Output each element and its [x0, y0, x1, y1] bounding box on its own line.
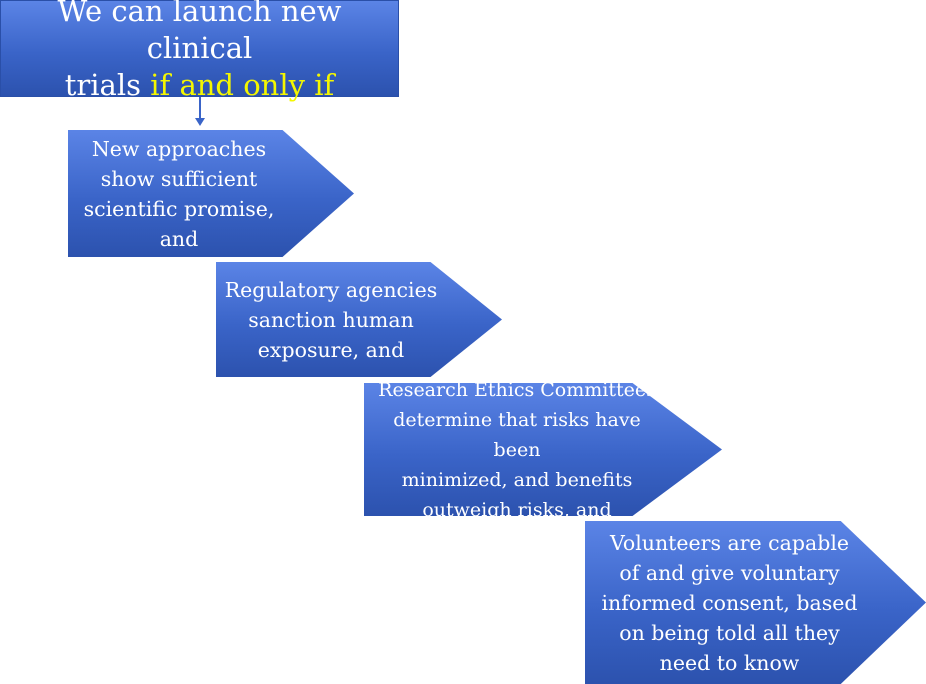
step-2-line: exposure, and [257, 337, 405, 362]
step-1-line: scientific promise, [83, 196, 275, 221]
step-3-line: Research Ethics Committees [378, 378, 656, 401]
step-2-line: Regulatory agencies [224, 277, 438, 302]
header-line-2-prefix: trials [64, 68, 142, 102]
chevron-step-scientific-promise: New approaches show sufficient scientifi… [68, 130, 354, 257]
step-2-line: sanction human [248, 307, 414, 332]
header-line-1: We can launch new clinical [57, 0, 342, 65]
chevron-step-ethics-committees: Research Ethics Committees determine tha… [364, 383, 722, 516]
header-line-2: trials if and only if [65, 67, 334, 104]
step-4-line: of and give voluntary [619, 560, 840, 585]
step-1-line: New approaches [91, 136, 267, 161]
connector-arrow-head [195, 118, 205, 126]
step-4-line: Volunteers are capable [609, 530, 850, 555]
step-4-line: on being told all they [619, 620, 840, 645]
step-1-line: show sufficient [100, 166, 258, 191]
header-box: We can launch new clinical trials if and… [0, 0, 399, 102]
chevron-step-regulatory: Regulatory agencies sanction human expos… [216, 262, 502, 377]
header-condition-highlight: if and only if [150, 68, 335, 102]
step-3-line: minimized, and benefits [401, 468, 633, 491]
chevron-step-informed-consent: Volunteers are capable of and give volun… [585, 521, 926, 684]
step-4-line: informed consent, based [601, 590, 858, 615]
connector-arrow-line [199, 97, 201, 119]
step-1-line: and [159, 226, 199, 251]
step-4-line: need to know [659, 650, 800, 675]
step-3-line: determine that risks have been [393, 408, 641, 461]
step-3-line: outweigh risks, and [422, 498, 612, 521]
